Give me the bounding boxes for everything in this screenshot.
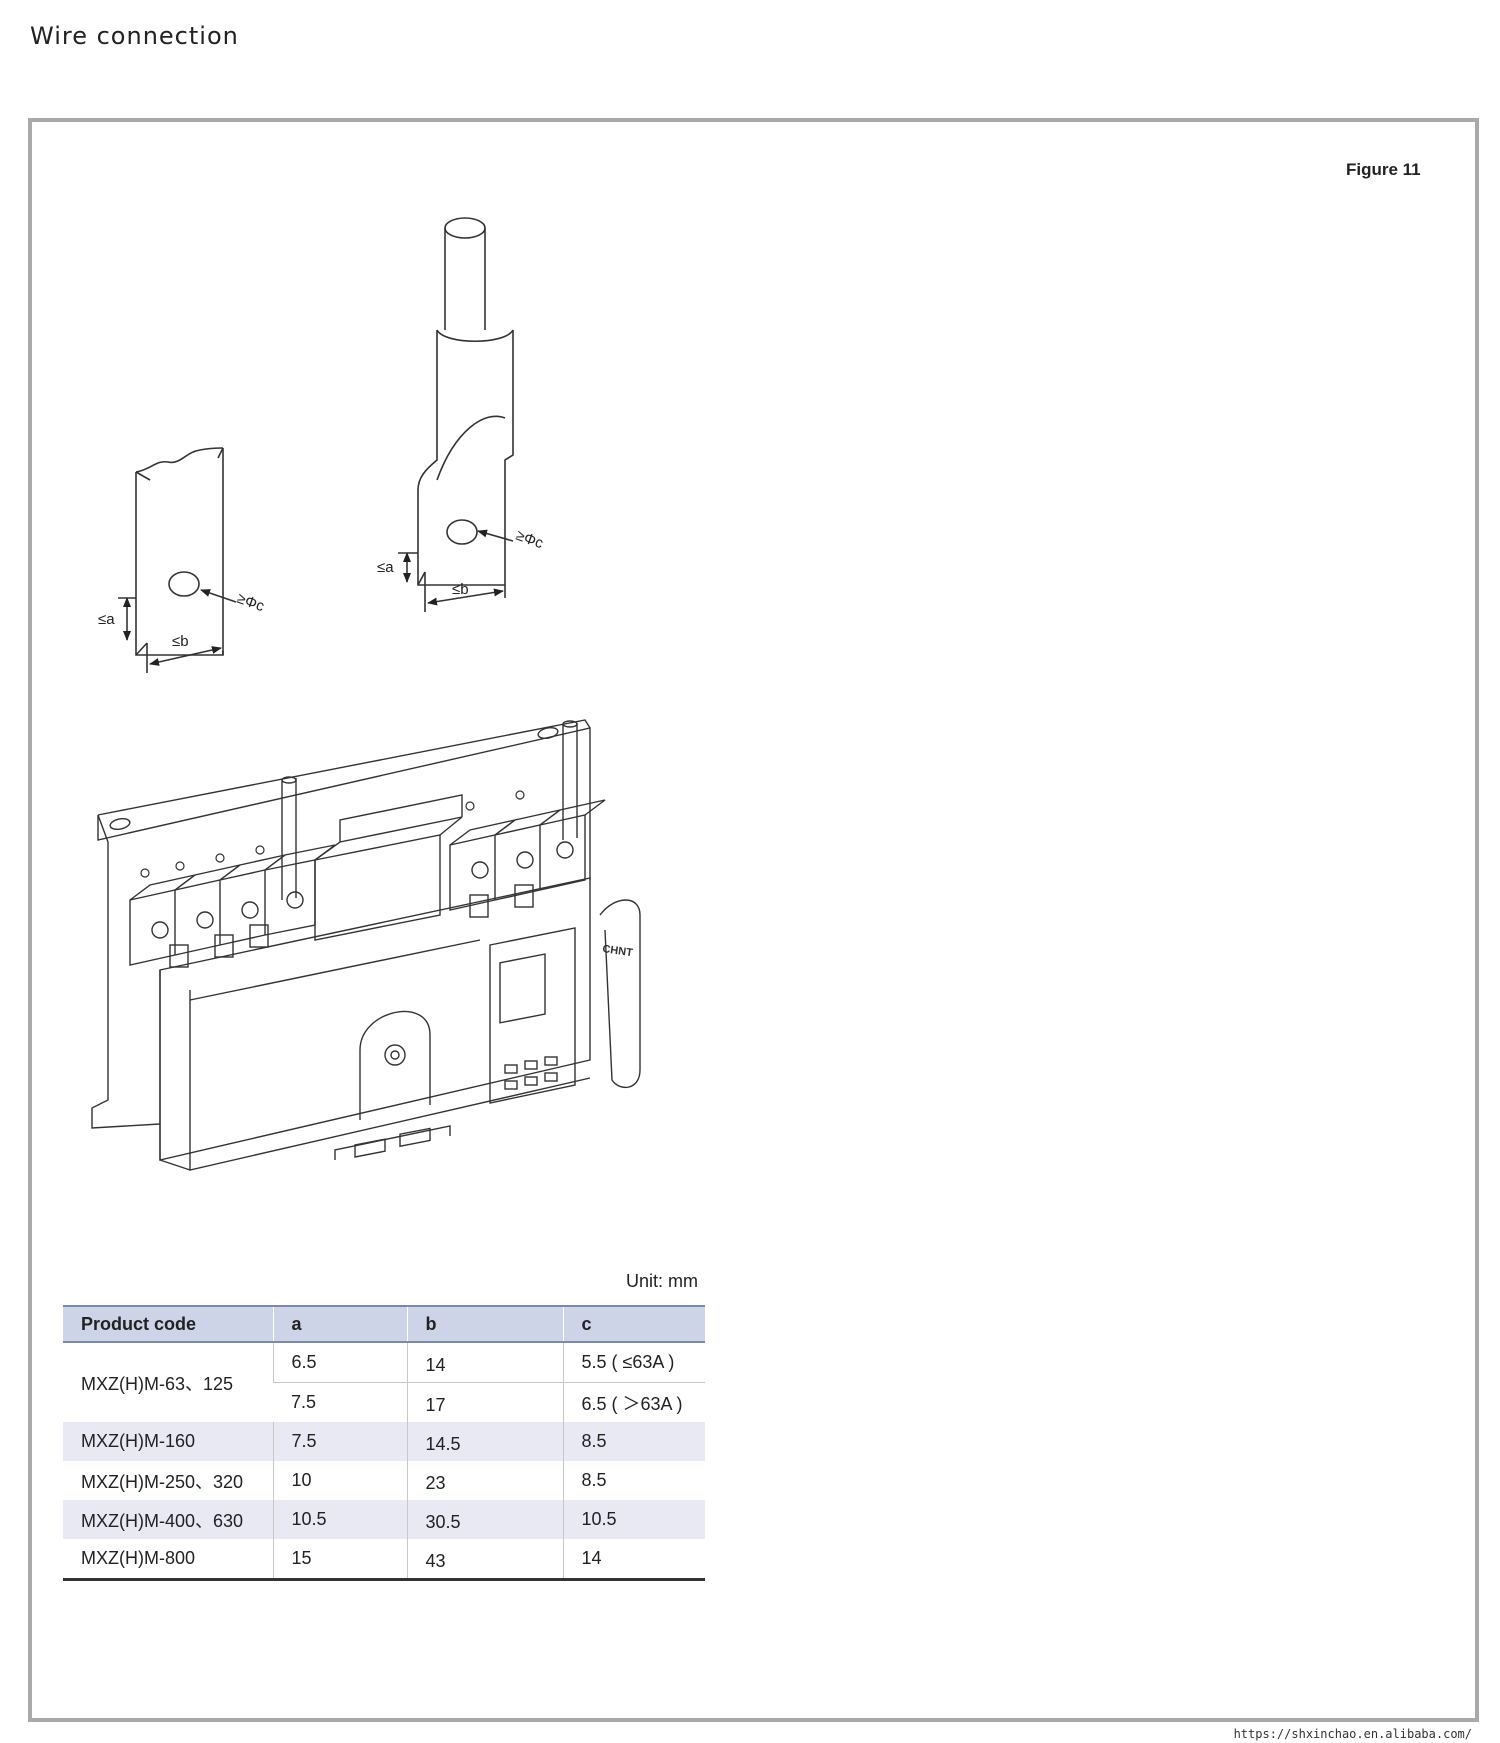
busbar-b-label: ≤b xyxy=(172,633,189,650)
cell-product-code: MXZ(H)M-800 xyxy=(63,1539,273,1581)
busbar-a-label: ≤a xyxy=(98,611,115,628)
figure-frame xyxy=(28,118,1479,1722)
cell-b: 17 xyxy=(406,1382,563,1422)
table-row: MXZ(H)M-63、125 6.5 14 5.5 ( ≤63A ) xyxy=(63,1342,705,1394)
figure-label: Figure 11 xyxy=(1346,160,1421,179)
cell-a: 10 xyxy=(272,1461,407,1500)
cell-c: 8.5 xyxy=(562,1422,705,1461)
table-row: 7.5 17 6.5 ( ＞63A ) xyxy=(63,1382,705,1422)
cell-product-code: MXZ(H)M-63、125 xyxy=(81,1373,234,1394)
lug-a-label: ≤a xyxy=(377,559,394,576)
transfer-switch-drawing xyxy=(91,719,641,1171)
unit-label: Unit: mm xyxy=(626,1271,698,1291)
cell-b: 43 xyxy=(406,1539,563,1581)
table-header-row: Product code a b c xyxy=(63,1305,705,1343)
brand-mark: CHNT xyxy=(602,943,634,959)
cell-a: 10.5 xyxy=(272,1500,407,1539)
lug-c-label: ≥Φc xyxy=(514,527,546,553)
table-row: MXZ(H)M-160 7.5 14.5 8.5 xyxy=(63,1422,705,1461)
busbar-c-label: ≥Φc xyxy=(235,590,267,616)
cell-product-code: MXZ(H)M-160 xyxy=(63,1422,273,1461)
table-row: MXZ(H)M-800 15 43 14 xyxy=(63,1539,705,1581)
cell-b: 23 xyxy=(406,1461,563,1500)
cell-c: 8.5 xyxy=(562,1461,705,1500)
cell-a: 15 xyxy=(272,1539,407,1581)
cell-a: 6.5 xyxy=(272,1342,407,1383)
cell-b: 30.5 xyxy=(406,1500,563,1539)
cell-c: 10.5 xyxy=(562,1500,705,1539)
cell-c: 6.5 ( ＞63A ) xyxy=(562,1382,705,1422)
cell-c: 5.5 ( ≤63A ) xyxy=(562,1342,705,1383)
header-a: a xyxy=(272,1305,407,1343)
busbar-terminal-drawing xyxy=(118,447,237,673)
page-title: Wire connection xyxy=(30,22,239,50)
table-row: MXZ(H)M-250、320 10 23 8.5 xyxy=(63,1461,705,1500)
cell-b: 14 xyxy=(406,1342,563,1383)
cell-c: 14 xyxy=(562,1539,705,1581)
cell-a: 7.5 xyxy=(272,1422,407,1461)
table-row: MXZ(H)M-400、630 10.5 30.5 10.5 xyxy=(63,1500,705,1539)
lug-b-label: ≤b xyxy=(452,581,469,598)
header-b: b xyxy=(406,1305,563,1343)
cell-product-code: MXZ(H)M-250、320 xyxy=(81,1471,244,1492)
cable-lug-drawing xyxy=(398,217,514,612)
header-c: c xyxy=(562,1305,705,1343)
dimension-table: Product code a b c MXZ(H)M-63、125 6.5 14… xyxy=(63,1305,705,1581)
cell-a: 7.5 xyxy=(291,1392,317,1412)
footer-url: https://shxinchao.en.alibaba.com/ xyxy=(1233,1727,1472,1741)
cell-product-code: MXZ(H)M-400、630 xyxy=(63,1500,273,1539)
header-product-code: Product code xyxy=(63,1305,273,1343)
cell-b: 14.5 xyxy=(406,1422,563,1461)
